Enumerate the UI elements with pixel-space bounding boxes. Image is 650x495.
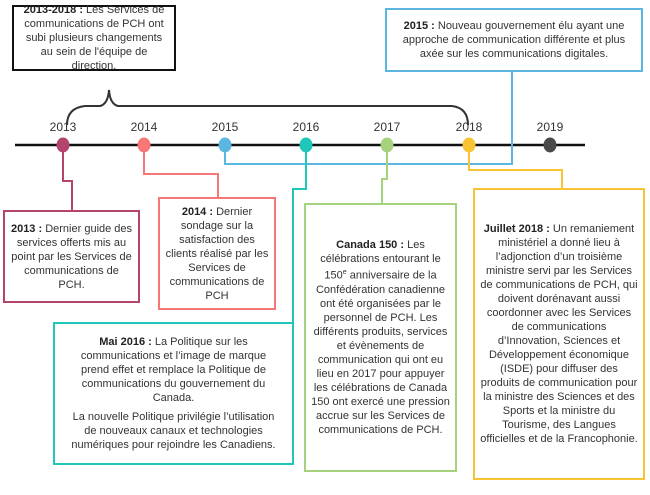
- connector-2017: [381, 145, 388, 203]
- event-box-2016: Mai 2016 : La Politique sur les communic…: [53, 322, 294, 465]
- event-label: 2013-2018 :: [23, 4, 83, 16]
- event-text: Les célébrations entourant le 150: [320, 239, 441, 282]
- event-box-2014: 2014 : Dernier sondage sur la satisfacti…: [158, 197, 276, 310]
- year-label-2015: 2015: [211, 120, 239, 134]
- event-text: La Politique sur les communications et l…: [80, 336, 267, 404]
- event-label: Canada 150 :: [336, 239, 405, 252]
- event-text: Nouveau gouvernement élu ayant une appro…: [402, 20, 626, 60]
- year-label-2019: 2019: [536, 120, 564, 134]
- connector-2015: [224, 72, 513, 165]
- event-box-2013: 2013 : Dernier guide des services offert…: [3, 210, 140, 303]
- event-label: 2015 :: [403, 20, 435, 32]
- timeline-dot-2015: [218, 137, 232, 153]
- event-text: Les Services de communications de PCH on…: [24, 4, 165, 72]
- timeline-dot-2014: [137, 137, 151, 153]
- brace: [66, 89, 469, 126]
- timeline-dot-2017: [380, 137, 394, 153]
- connector-2018: [468, 145, 563, 190]
- year-label-2016: 2016: [292, 120, 320, 134]
- connector-2016: [292, 145, 307, 322]
- year-label-2014: 2014: [130, 120, 158, 134]
- year-label-2013: 2013: [49, 120, 77, 134]
- event-box-2013-2018: 2013-2018 : Les Services de communicatio…: [12, 4, 176, 72]
- event-box-2018: Juillet 2018 : Un remaniement ministérie…: [473, 188, 645, 480]
- event-text-cont: anniversaire de la Confédération canadie…: [311, 269, 450, 436]
- event-box-2017: Canada 150 : Les célébrations entourant …: [304, 203, 457, 472]
- year-label-2017: 2017: [373, 120, 401, 134]
- timeline-dot-2019: [543, 137, 557, 153]
- event-text: Dernier guide des services offerts mis a…: [11, 222, 133, 291]
- connector-2014: [143, 145, 219, 197]
- superscript: e: [342, 269, 347, 277]
- event-label: Mai 2016 :: [99, 336, 152, 348]
- year-label-2018: 2018: [455, 120, 483, 134]
- timeline-dot-2016: [299, 137, 313, 153]
- event-label: Juillet 2018 :: [483, 223, 550, 235]
- event-text: Dernier sondage sur la satisfaction des …: [165, 205, 269, 302]
- event-box-2015: 2015 : Nouveau gouvernement élu ayant un…: [385, 8, 643, 72]
- event-text: Un remaniement ministériel a donné lieu …: [480, 223, 638, 445]
- event-label: 2014 :: [181, 205, 214, 218]
- connector-2013: [62, 145, 73, 210]
- event-label: 2013 :: [10, 222, 43, 235]
- timeline-dot-2018: [462, 137, 476, 153]
- event-text-2: La nouvelle Politique privilégie l’utili…: [71, 411, 276, 451]
- timeline-dot-2013: [56, 137, 70, 153]
